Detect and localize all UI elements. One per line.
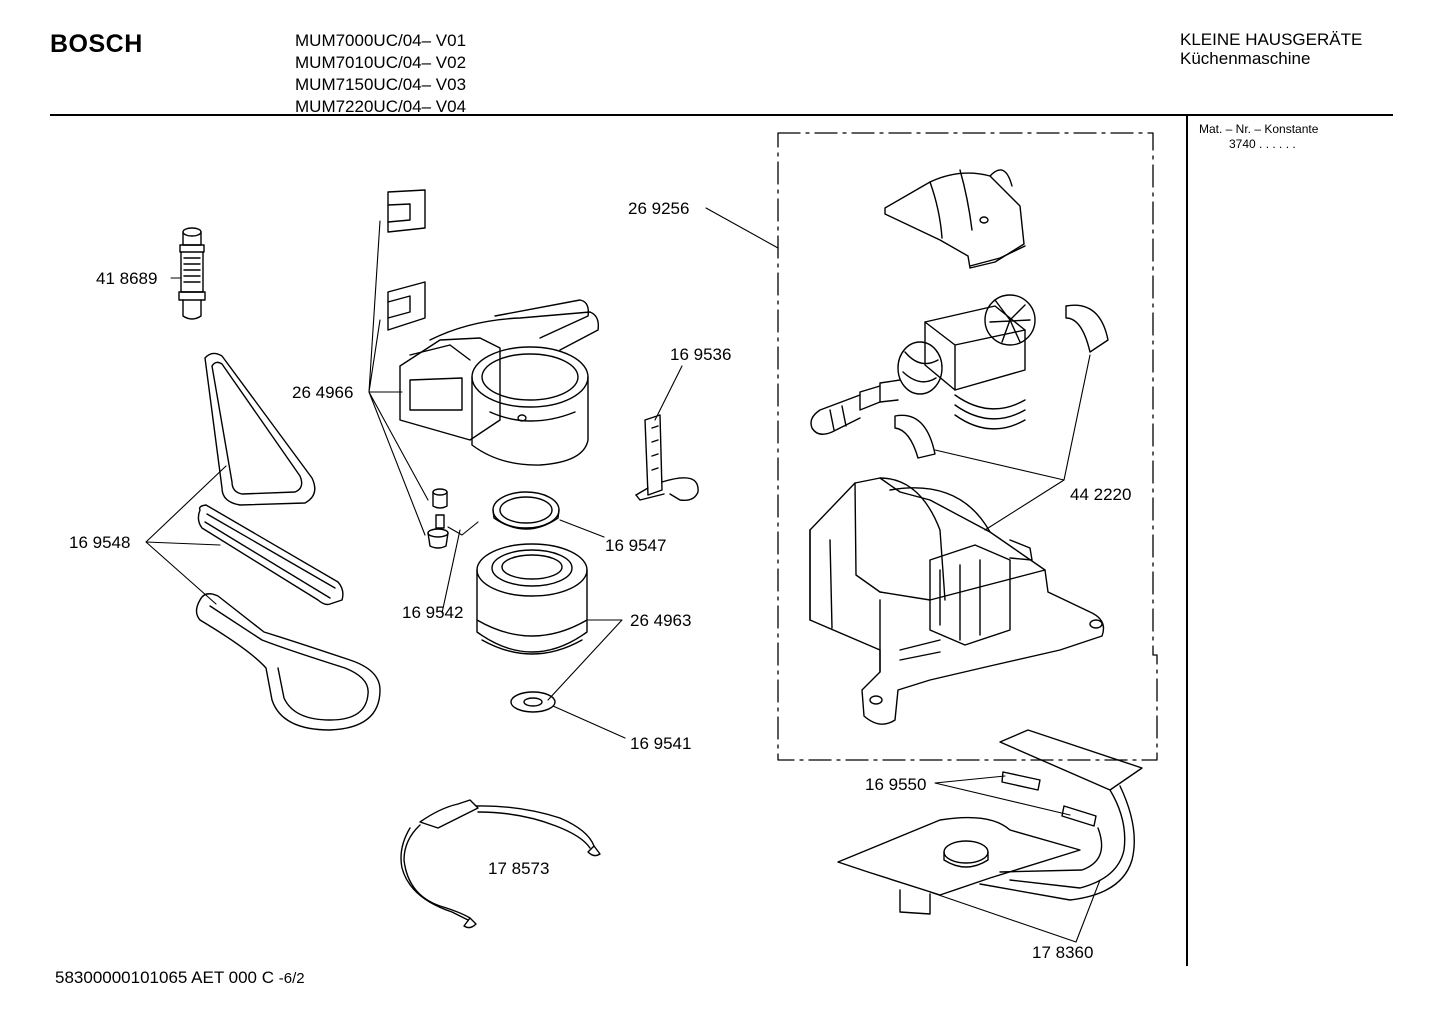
category-block: KLEINE HAUSGERÄTE Küchenmaschine [1180, 30, 1362, 68]
header-rule [50, 114, 1393, 116]
part-169542-drawing [427, 488, 449, 549]
part-label: 26 9256 [628, 199, 689, 218]
part-178360-drawing [837, 729, 1143, 915]
part-label: 17 8573 [488, 859, 549, 878]
model-line: MUM7010UC/04– V02 [295, 53, 467, 72]
page-number: -6/2 [278, 970, 305, 987]
part-264966-drawing [399, 299, 600, 466]
part-label: 26 4966 [292, 383, 353, 402]
motor-base-housing-drawing [809, 477, 1105, 725]
document-code: 58300000101065 AET 000 C [55, 968, 274, 987]
part-442220-drawing [810, 294, 1109, 459]
part-418689-drawing [178, 227, 206, 320]
brand-logo: BOSCH [50, 30, 143, 58]
part-169547-drawing [492, 491, 560, 530]
part-178573-drawing [400, 799, 601, 929]
part-label: 16 9536 [670, 345, 731, 364]
part-264963-drawing [476, 543, 588, 655]
part-label: 41 8689 [96, 269, 157, 288]
part-label: 16 9550 [865, 775, 926, 794]
part-264966-clips [387, 189, 426, 331]
footer: 58300000101065 AET 000 C -6/2 [55, 968, 305, 988]
part-number-labels: 41 8689 26 4966 26 9256 16 9536 16 9548 … [69, 199, 1131, 962]
category-title: KLEINE HAUSGERÄTE [1180, 30, 1363, 49]
material-value: 3740 . . . . . . [1229, 137, 1296, 151]
part-label: 16 9541 [630, 734, 691, 753]
part-label: 44 2220 [1070, 485, 1131, 504]
model-line: MUM7150UC/04– V03 [295, 75, 467, 94]
material-block: Mat. – Nr. – Konstante 3740 . . . . . . [1199, 122, 1318, 152]
part-label: 16 9542 [402, 603, 463, 622]
model-line: MUM7000UC/04– V01 [295, 31, 467, 50]
part-label: 16 9548 [69, 533, 130, 552]
model-list: MUM7000UC/04– V01 MUM7010UC/04– V02 MUM7… [295, 30, 466, 118]
part-label: 17 8360 [1032, 943, 1093, 962]
part-label: 26 4963 [630, 611, 691, 630]
part-169536-drawing [635, 414, 699, 502]
part-169548-drawing [195, 352, 381, 731]
material-label: Mat. – Nr. – Konstante [1199, 122, 1319, 136]
model-line: MUM7220UC/04– V04 [295, 97, 467, 116]
motor-assembly-frame [777, 132, 1158, 761]
part-169541-drawing [510, 691, 556, 713]
part-269256-drawing [884, 169, 1026, 269]
part-label: 16 9547 [605, 536, 666, 555]
leader-lines [145, 207, 1101, 943]
category-subtitle: Küchenmaschine [1180, 49, 1311, 68]
sidebar-rule [1186, 116, 1188, 966]
